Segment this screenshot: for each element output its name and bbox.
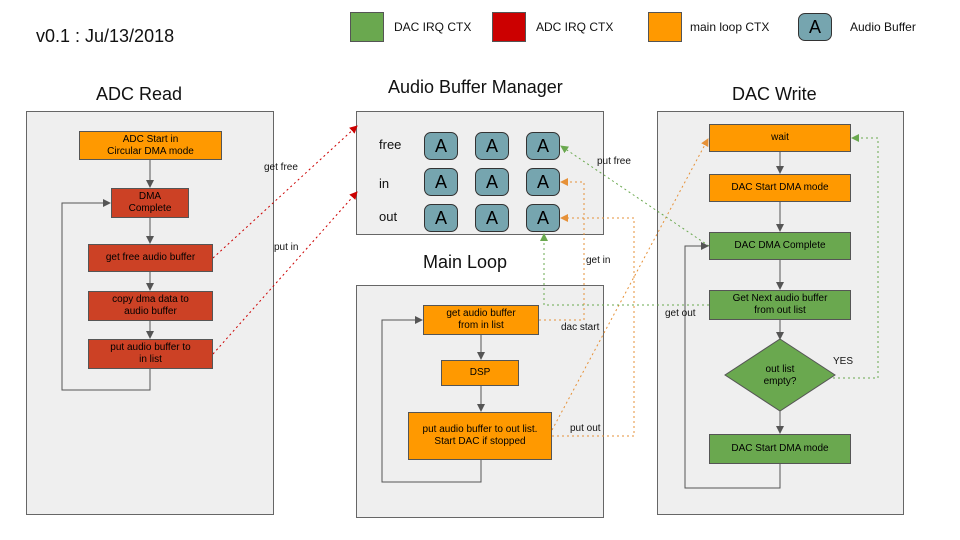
dma-complete-box: DMA Complete	[111, 188, 189, 218]
main-loop-arrow	[381, 316, 482, 483]
out-list-empty-diamond	[724, 338, 836, 412]
free-row-label: free	[379, 137, 402, 152]
yes-arrow	[833, 134, 879, 379]
out-buffer-icon: A	[526, 204, 560, 232]
adc-loop-arrow	[61, 199, 151, 391]
in-buffer-icon: A	[526, 168, 560, 196]
get-out-arrow	[540, 233, 709, 306]
dac-loop-arrow	[684, 242, 781, 489]
in-buffer-icon: A	[424, 168, 458, 196]
edge-label-put-in: put in	[274, 242, 299, 253]
out-buffer-icon: A	[475, 204, 509, 232]
edge-label-get-in: get in	[586, 255, 611, 266]
get-from-in-list-box: get audio buffer from in list	[423, 305, 539, 335]
dac-start-arrow	[551, 138, 709, 431]
legend-audio-buffer-icon: A	[798, 13, 832, 41]
edge-label-yes: YES	[833, 356, 854, 367]
edge-label-get-free: get free	[264, 162, 298, 173]
put-free-arrow	[560, 145, 710, 247]
dsp-box: DSP	[441, 360, 519, 386]
out-buffer-icon: A	[424, 204, 458, 232]
free-buffer-icon: A	[526, 132, 560, 160]
copy-dma-box: copy dma data to audio buffer	[88, 291, 213, 321]
dac-start-dma-box-1: DAC Start DMA mode	[709, 174, 851, 202]
put-in-arrow	[212, 191, 358, 355]
legend-label-adc-irq: ADC IRQ CTX	[536, 20, 614, 34]
legend-label-main-loop: main loop CTX	[690, 20, 770, 34]
get-next-buffer-box: Get Next audio buffer from out list	[709, 290, 851, 320]
dac-dma-complete-box: DAC DMA Complete	[709, 232, 851, 260]
in-row-label: in	[379, 176, 390, 191]
get-in-arrow	[539, 178, 585, 321]
put-to-out-list-box: put audio buffer to out list. Start DAC …	[408, 412, 552, 460]
dac-panel-title: DAC Write	[732, 84, 817, 104]
put-out-arrow	[552, 214, 635, 437]
in-buffer-icon: A	[475, 168, 509, 196]
adc-start-box: ADC Start in Circular DMA mode	[79, 131, 222, 160]
out-list-empty-label: out list empty?	[763, 364, 797, 387]
out-row-label: out	[379, 209, 398, 224]
get-free-buffer-box: get free audio buffer	[88, 244, 213, 272]
put-in-list-box: put audio buffer to in list	[88, 339, 213, 369]
get-free-arrow	[212, 125, 358, 259]
wait-box: wait	[709, 124, 851, 152]
legend-label-audio-buffer: Audio Buffer	[850, 20, 916, 34]
dac-start-dma-box-2: DAC Start DMA mode	[709, 434, 851, 464]
legend-swatch-adc-irq	[492, 12, 526, 42]
edge-label-put-free: put free	[597, 156, 631, 167]
free-buffer-icon: A	[424, 132, 458, 160]
abm-panel-title: Audio Buffer Manager	[388, 77, 563, 97]
edge-label-dac-start: dac start	[561, 322, 600, 333]
legend-swatch-main-loop	[648, 12, 682, 42]
adc-panel-title: ADC Read	[96, 84, 183, 104]
legend-swatch-dac-irq	[350, 12, 384, 42]
edge-label-get-out: get out	[665, 308, 696, 319]
version-label: v0.1 : Ju/13/2018	[36, 26, 175, 46]
free-buffer-icon: A	[475, 132, 509, 160]
main-loop-panel-title: Main Loop	[423, 252, 508, 272]
legend-label-dac-irq: DAC IRQ CTX	[394, 20, 472, 34]
edge-label-put-out: put out	[570, 423, 601, 434]
